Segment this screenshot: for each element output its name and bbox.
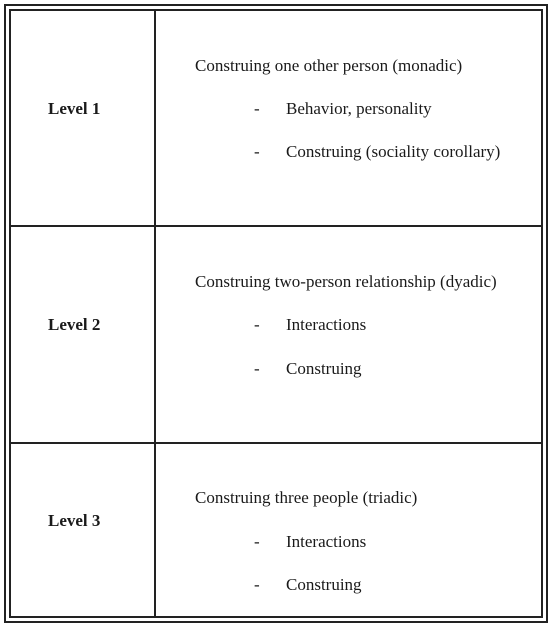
bullet-dash: - [254,99,260,118]
level-1-item-2: - Construing (sociality corollary) [254,142,500,162]
column-divider [154,11,156,616]
level-3-label: Level 3 [48,511,101,530]
bullet-dash: - [254,359,260,378]
level-1-item-1: - Behavior, personality [254,99,432,119]
item-text: Construing [286,575,362,594]
level-2-label: Level 2 [48,315,101,334]
item-text: Interactions [286,532,367,551]
row-divider-1 [11,225,541,227]
item-text: Interactions [286,315,367,334]
item-text: Construing [286,359,362,378]
bullet-dash: - [254,142,260,161]
level-2-heading: Construing two-person relationship (dyad… [195,272,497,291]
level-1-heading: Construing one other person (monadic) [195,56,463,75]
row-divider-2 [11,442,541,444]
bullet-dash: - [254,532,260,551]
item-text: Construing (sociality corollary) [286,142,501,161]
level-3-heading: Construing three people (triadic) [195,488,418,507]
level-3-item-2: - Construing [254,575,362,595]
bullet-dash: - [254,315,260,334]
level-2-item-1: - Interactions [254,315,366,335]
item-text: Behavior, personality [286,99,432,118]
level-1-label: Level 1 [48,99,101,118]
level-2-item-2: - Construing [254,359,362,379]
table-outer-border [4,4,548,623]
table-inner-border [9,9,543,618]
bullet-dash: - [254,575,260,594]
level-3-item-1: - Interactions [254,532,366,552]
